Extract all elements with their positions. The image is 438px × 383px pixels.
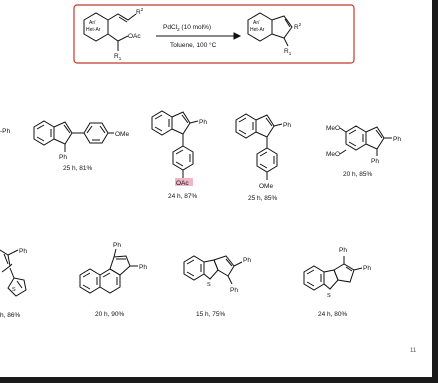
p6-ph-label-1: Ph xyxy=(113,242,121,249)
product-4: MeO MeO Ph Ph 20 h, 85% xyxy=(326,125,401,178)
sm-r1-label: R1 xyxy=(114,53,122,61)
p3-ph-label: Ph xyxy=(283,122,291,129)
p4-ph-label-2: Ph xyxy=(371,158,379,165)
prod-r2-label: R2 xyxy=(294,22,302,31)
prod-hetar-label: Het-Ar xyxy=(250,27,265,33)
p4-yield: 20 h, 85% xyxy=(343,171,372,178)
p7-ph-label-2: Ph xyxy=(230,287,238,294)
p8-yield: 24 h, 80% xyxy=(318,311,347,318)
right-border xyxy=(432,0,438,383)
sm-ar-label: Ar/ xyxy=(89,20,96,26)
reaction-arrow: PdCl2 (10 mol%) Toluene, 100 °C xyxy=(156,24,242,49)
prod-ar-label: Ar/ xyxy=(253,20,260,26)
p5-yield: h, 86% xyxy=(0,312,20,319)
p1-ome-label: OMe xyxy=(115,131,129,138)
p8-s-label: S xyxy=(327,293,331,299)
p8-ph-label-2: Ph xyxy=(363,265,371,272)
scheme-product: Ar/ Het-Ar R2 R1 xyxy=(247,12,302,56)
bottom-border xyxy=(0,377,438,383)
p6-yield: 20 h, 90% xyxy=(95,311,124,318)
sm-r2-label: R2 xyxy=(136,7,144,16)
slide: Ar/ Het-Ar R2 OAc R1 PdCl2 (10 mol%) Tol… xyxy=(0,0,432,377)
p4-ph-label-1: Ph xyxy=(393,136,401,143)
p6-ph-label-2: Ph xyxy=(139,264,147,271)
page-number: 11 xyxy=(410,348,417,354)
p1-yield: 25 h, 81% xyxy=(63,165,92,172)
p7-yield: 15 h, 75% xyxy=(196,311,225,318)
p1-ph-label: Ph xyxy=(59,154,67,161)
conditions-label: Toluene, 100 °C xyxy=(170,41,217,49)
product-3: Ph OMe 25 h, 85% xyxy=(235,113,291,202)
sm-hetar-label: Het-Ar xyxy=(86,27,101,33)
p3-ome-label: OMe xyxy=(259,183,273,190)
p4-meo-label-1: MeO xyxy=(326,125,340,132)
scheme-figure: Ar/ Het-Ar R2 OAc R1 PdCl2 (10 mol%) Tol… xyxy=(0,4,401,319)
p5-s-label: S xyxy=(12,287,16,293)
p4-meo-label-2: MeO xyxy=(326,151,340,158)
sm-oac-label: OAc xyxy=(128,33,141,40)
product-6: Ph Ph 20 h, 90% xyxy=(79,242,147,318)
product-1: OMe Ph 25 h, 81% xyxy=(33,120,129,172)
starting-material: Ar/ Het-Ar R2 OAc R1 xyxy=(83,7,144,61)
p5-ph-label: Ph xyxy=(19,248,27,255)
oac-highlight xyxy=(175,178,193,186)
partial-ph-label: -Ph xyxy=(0,128,11,135)
product-7: S Ph Ph 15 h, 75% xyxy=(183,255,251,318)
reagent-label: PdCl2 (10 mol%) xyxy=(163,24,211,32)
p7-ph-label-1: Ph xyxy=(243,257,251,264)
product-2: Ph OAc 24 h, 87% xyxy=(151,110,207,200)
product-5: Ph S h, 86% xyxy=(0,248,27,319)
p7-s-label: S xyxy=(207,282,211,288)
p2-yield: 24 h, 87% xyxy=(168,193,197,200)
product-8: S Ph Ph 24 h, 80% xyxy=(303,247,371,318)
p2-oac-label: OAc xyxy=(176,180,189,187)
p3-yield: 25 h, 85% xyxy=(248,195,277,202)
p8-ph-label-1: Ph xyxy=(339,247,347,254)
prod-r1-label: R1 xyxy=(284,48,292,56)
scheme-box xyxy=(73,4,355,64)
p2-ph-label: Ph xyxy=(199,119,207,126)
